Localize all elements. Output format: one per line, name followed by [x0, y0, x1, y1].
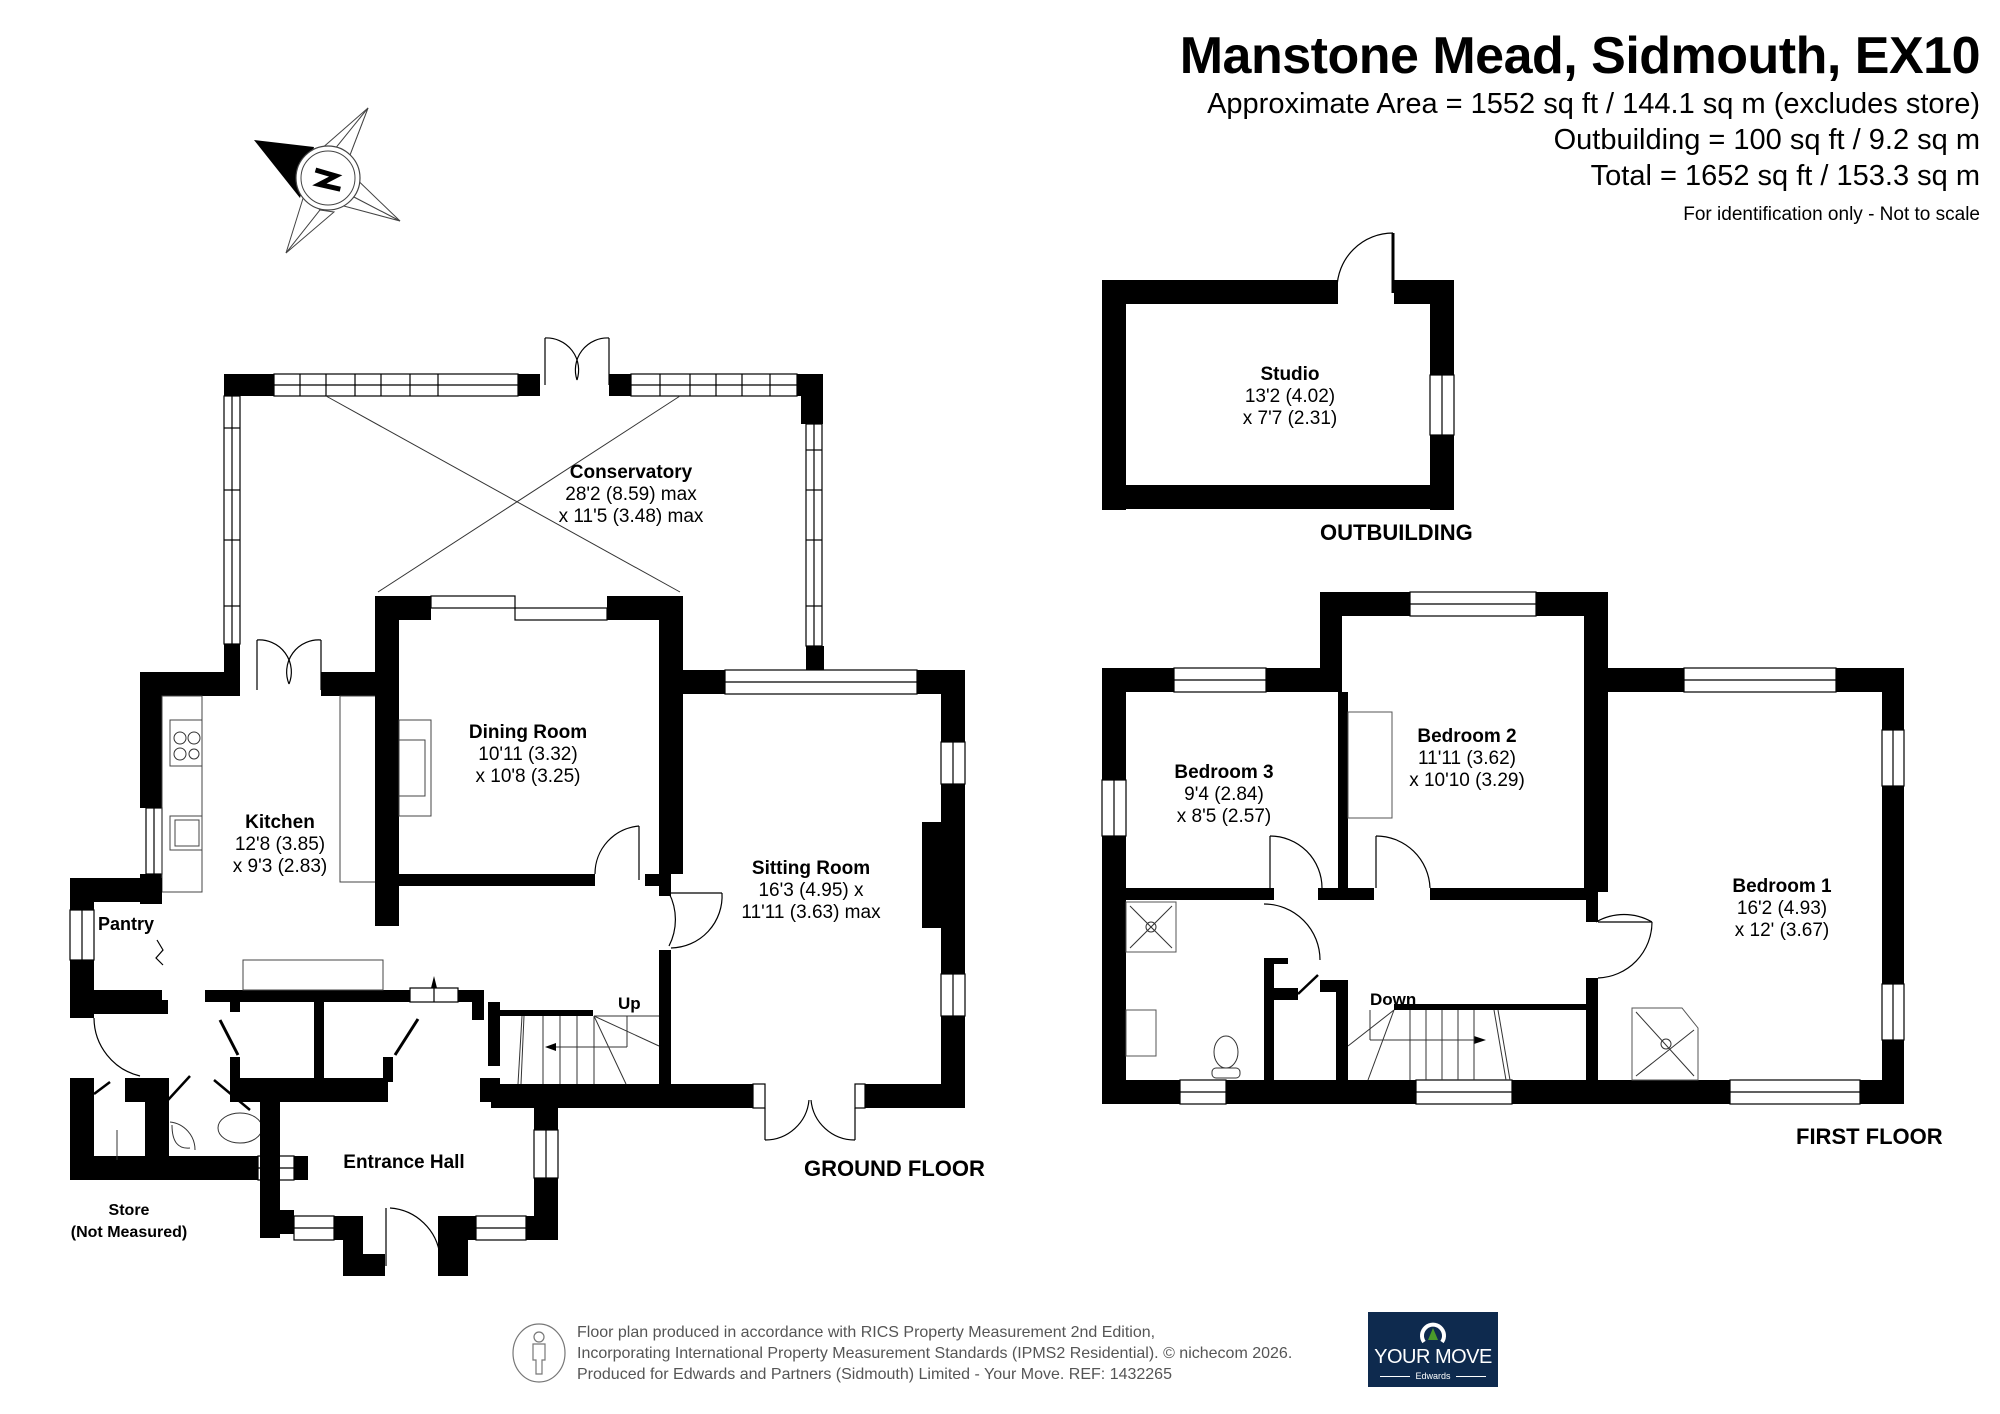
room-name: Kitchen: [245, 812, 315, 833]
room-bedroom-3: Bedroom 3 9'4 (2.84) x 8'5 (2.57): [1174, 762, 1273, 828]
person-info-icon: [512, 1323, 566, 1383]
room-dimension: 11'11 (3.63) max: [741, 902, 881, 923]
room-bedroom-2: Bedroom 2 11'11 (3.62) x 10'10 (3.29): [1409, 726, 1525, 792]
room-name: Bedroom 1: [1732, 876, 1832, 897]
room-dimension: 11'11 (3.62): [1418, 748, 1516, 769]
footer-line: Floor plan produced in accordance with R…: [577, 1324, 1156, 1341]
room-dimension: x 9'3 (2.83): [232, 856, 328, 877]
outbuilding-label: OUTBUILDING: [1320, 520, 1473, 545]
room-sitting-room: Sitting Room 16'3 (4.95) x 11'11 (3.63) …: [741, 858, 880, 924]
room-bedroom-1: Bedroom 1 16'2 (4.93) x 12' (3.67): [1732, 876, 1831, 942]
footer-line: Incorporating International Property Mea…: [577, 1345, 1293, 1362]
room-conservatory: Conservatory 28'2 (8.59) max x 11'5 (3.4…: [559, 462, 704, 528]
logo-sub: Edwards: [1368, 1371, 1498, 1381]
total-area: Total = 1652 sq ft / 153.3 sq m: [1590, 160, 1980, 192]
room-studio: Studio 13'2 (4.02) x 7'7 (2.31): [1243, 364, 1337, 430]
room-dimension: 13'2 (4.02): [1244, 386, 1336, 407]
stairs-down-label: Down: [1370, 990, 1417, 1009]
property-title: Manstone Mead, Sidmouth, EX10: [1179, 27, 1981, 85]
room-dimension: x 10'10 (3.29): [1409, 770, 1525, 791]
approximate-area: Approximate Area = 1552 sq ft / 144.1 sq…: [1207, 88, 1980, 120]
disclaimer: For identification only - Not to scale: [1683, 204, 1980, 225]
room-dimension: x 7'7 (2.31): [1242, 408, 1338, 429]
room-dimension: x 8'5 (2.57): [1176, 806, 1272, 827]
footer-line: Produced for Edwards and Partners (Sidmo…: [577, 1366, 1172, 1383]
room-dimension: 9'4 (2.84): [1184, 784, 1264, 805]
room-dimension: 28'2 (8.59) max: [565, 484, 697, 505]
room-dining-room: Dining Room 10'11 (3.32) x 10'8 (3.25): [469, 722, 587, 788]
room-name: Bedroom 3: [1174, 762, 1274, 783]
room-dimension: x 11'5 (3.48) max: [558, 506, 704, 527]
logo-brand: YOUR MOVE: [1374, 1346, 1492, 1368]
north-compass-icon: [254, 107, 401, 254]
room-dimension: x 12' (3.67): [1734, 920, 1830, 941]
first-floor-plan: [1101, 591, 1905, 1105]
room-dimension: 16'3 (4.95) x: [758, 880, 864, 901]
footer-notes: Floor plan produced in accordance with R…: [577, 1322, 1292, 1385]
room-pantry: Pantry: [98, 914, 155, 934]
logo-arch-icon: [1420, 1322, 1446, 1344]
first-floor-label: FIRST FLOOR: [1796, 1124, 1943, 1149]
ground-floor-label: GROUND FLOOR: [804, 1156, 985, 1181]
room-dimension: 16'2 (4.93): [1736, 898, 1828, 919]
stairs-up-label: Up: [618, 994, 641, 1013]
room-dimension: 12'8 (3.85): [234, 834, 326, 855]
your-move-logo: YOUR MOVE Edwards: [1368, 1312, 1498, 1387]
room-store: Store (Not Measured): [71, 1200, 187, 1244]
ground-floor-plan: [69, 337, 966, 1276]
property-header: Manstone Mead, Sidmouth, EX10 Approximat…: [1179, 26, 1981, 230]
room-dimension: 10'11 (3.32): [478, 744, 578, 765]
room-name: Entrance Hall: [343, 1152, 465, 1173]
room-name: Dining Room: [468, 722, 588, 743]
room-name: Conservatory: [569, 462, 693, 483]
room-entrance-hall: Entrance Hall: [343, 1152, 464, 1174]
room-note: (Not Measured): [70, 1224, 188, 1241]
room-name: Store: [108, 1202, 150, 1219]
room-name: Sitting Room: [751, 858, 871, 879]
outbuilding-plan: [1102, 232, 1455, 510]
room-name: Bedroom 2: [1417, 726, 1517, 747]
outbuilding-area: Outbuilding = 100 sq ft / 9.2 sq m: [1553, 124, 1980, 156]
room-dimension: x 10'8 (3.25): [475, 766, 581, 787]
room-kitchen: Kitchen 12'8 (3.85) x 9'3 (2.83): [233, 812, 327, 878]
room-name: Studio: [1260, 364, 1320, 385]
